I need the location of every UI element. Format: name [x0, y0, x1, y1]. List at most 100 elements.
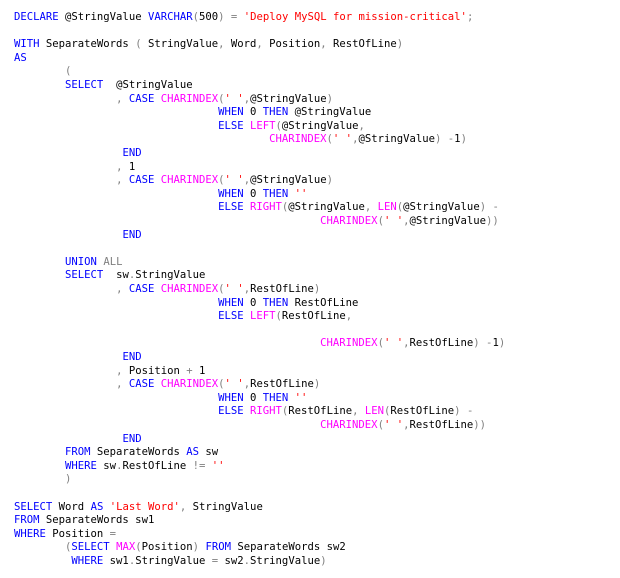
- code-line: WITH SeparateWords ( StringValue, Word, …: [14, 38, 403, 51]
- code-token: StringValue: [141, 38, 219, 51]
- code-token: CASE: [128, 283, 155, 295]
- code-token: (: [135, 38, 142, 51]
- code-token: [14, 188, 218, 200]
- code-token: RestOfLine: [281, 310, 346, 323]
- code-token: -: [486, 337, 493, 350]
- code-token: ' ': [383, 215, 404, 227]
- code-token: Position: [45, 527, 110, 540]
- code-token: SELECT: [65, 269, 104, 282]
- code-token: [14, 473, 65, 485]
- code-token: StringValue: [186, 500, 263, 513]
- code-line: CHARINDEX(' ',RestOfLine) -1): [14, 337, 505, 350]
- code-token: THEN: [262, 106, 289, 119]
- code-token: (: [65, 65, 72, 78]
- code-token: @StringValue: [288, 106, 372, 119]
- code-token: RestOfLine: [326, 38, 397, 51]
- code-token: LEFT: [250, 119, 276, 132]
- code-token: CHARINDEX: [320, 419, 378, 431]
- code-token: RestOfLine: [390, 405, 455, 418]
- code-token: ): [192, 541, 200, 554]
- code-token: @StringValue: [358, 133, 435, 146]
- code-token: [14, 65, 65, 77]
- code-token: ): [396, 38, 404, 51]
- code-token: @StringValue: [250, 174, 327, 187]
- code-line: , Position + 1: [14, 365, 205, 378]
- code-token: ,: [256, 38, 263, 51]
- code-line: CHARINDEX(' ',@StringValue) -1): [14, 133, 467, 146]
- code-token: ELSE: [218, 310, 244, 323]
- code-token: [14, 419, 320, 431]
- code-token: ): [326, 174, 334, 187]
- code-line: END: [14, 147, 141, 160]
- code-token: ,: [352, 133, 359, 146]
- code-line: ): [14, 473, 71, 486]
- code-token: Position: [141, 541, 193, 554]
- code-line: WHEN 0 THEN RestOfLine: [14, 297, 358, 310]
- code-token: ' ': [224, 378, 244, 391]
- code-token: [14, 541, 65, 553]
- code-token: [14, 555, 71, 567]
- code-token: [14, 310, 218, 322]
- code-token: .: [116, 459, 123, 472]
- code-token: CHARINDEX: [160, 92, 219, 105]
- code-line: WHERE sw1.StringValue = sw2.StringValue): [14, 555, 326, 568]
- code-token: @StringValue: [403, 201, 480, 214]
- code-token: (: [218, 174, 225, 187]
- code-token: ): [435, 133, 442, 146]
- code-token: THEN: [262, 187, 289, 200]
- code-token: ELSE: [218, 119, 244, 132]
- code-line: FROM SeparateWords AS sw: [14, 446, 218, 459]
- code-token: 0: [243, 391, 263, 404]
- code-token: (: [275, 119, 282, 132]
- code-token: .: [128, 555, 136, 567]
- code-token: ,: [364, 201, 372, 214]
- code-line: (SELECT MAX(Position) FROM SeparateWords…: [14, 541, 346, 554]
- code-token: =: [109, 527, 117, 540]
- code-line: SELECT @StringValue: [14, 79, 193, 92]
- code-line: WHERE sw.RestOfLine != '': [14, 460, 225, 473]
- code-token: !=: [192, 459, 206, 472]
- code-token: ,: [403, 215, 410, 227]
- code-token: Word: [224, 38, 257, 51]
- code-token: ): [454, 405, 461, 418]
- code-token: @StringValue: [250, 92, 327, 105]
- code-token: [14, 297, 218, 309]
- code-token: [14, 201, 218, 213]
- code-line: , CASE CHARINDEX(' ',@StringValue): [14, 174, 333, 187]
- code-token: WHERE: [65, 459, 97, 472]
- code-line: END: [14, 433, 141, 446]
- code-token: RIGHT: [250, 201, 282, 214]
- code-token: (: [65, 541, 72, 554]
- code-token: CHARINDEX: [320, 215, 378, 227]
- code-token: Word: [52, 500, 91, 513]
- code-token: ,: [243, 378, 251, 391]
- code-token: AS: [14, 51, 27, 64]
- code-token: @StringValue: [281, 119, 359, 132]
- code-token: SeparateWords: [39, 38, 136, 51]
- code-token: [14, 446, 65, 458]
- code-line: ELSE RIGHT(@StringValue, LEN(@StringValu…: [14, 201, 499, 214]
- code-token: 0: [243, 106, 263, 119]
- code-token: ' ': [383, 337, 404, 350]
- code-token: WHERE: [14, 527, 46, 540]
- code-token: SELECT: [14, 500, 53, 513]
- code-token: VARCHAR: [147, 11, 193, 23]
- code-token: RIGHT: [250, 405, 282, 418]
- code-token: WHEN: [218, 106, 244, 119]
- code-token: .: [243, 555, 251, 567]
- code-token: [14, 405, 218, 417]
- code-token: CHARINDEX: [160, 283, 219, 295]
- code-line: END: [14, 229, 141, 242]
- code-token: @StringValue: [103, 79, 193, 91]
- code-token: sw1: [103, 555, 129, 567]
- code-token: [14, 229, 122, 241]
- code-token: (: [275, 310, 282, 323]
- code-token: [14, 147, 122, 159]
- code-token: [14, 392, 218, 404]
- code-line: ELSE RIGHT(RestOfLine, LEN(RestOfLine) -: [14, 405, 473, 418]
- code-token: ): [498, 337, 506, 350]
- code-token: ' ': [224, 92, 244, 105]
- code-token: [14, 351, 122, 363]
- code-token: [14, 161, 116, 173]
